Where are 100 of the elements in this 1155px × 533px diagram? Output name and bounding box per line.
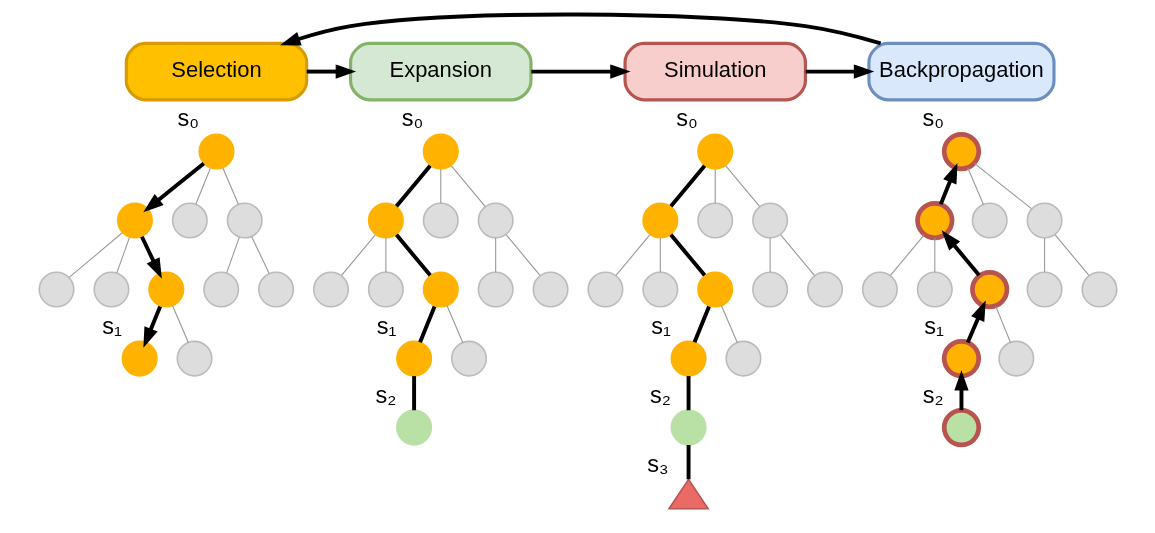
node-circle — [532, 271, 569, 308]
arrow — [941, 230, 981, 277]
connector — [668, 164, 706, 208]
connector — [340, 234, 376, 276]
connector — [394, 233, 432, 277]
arrow — [530, 64, 631, 79]
node-label: s₁ — [923, 312, 944, 339]
node-circle — [696, 202, 733, 239]
node-circle — [121, 340, 158, 377]
node-circle — [941, 131, 981, 172]
connector — [68, 232, 123, 278]
node-circle — [422, 133, 459, 170]
node-label: s₀ — [675, 105, 698, 132]
connector — [445, 305, 463, 343]
node-box: Backpropagation — [866, 41, 1056, 102]
connector — [1054, 234, 1089, 276]
node-circle — [395, 409, 432, 446]
connector — [686, 376, 691, 411]
connector — [966, 167, 984, 205]
arrow — [965, 300, 986, 344]
node-circle — [477, 271, 514, 308]
arrow — [306, 64, 356, 79]
connector — [724, 165, 760, 207]
node-circle — [941, 339, 981, 379]
node-circle — [395, 340, 432, 377]
node-label: s₁ — [376, 312, 397, 339]
arrow — [279, 12, 881, 46]
node-circle — [116, 202, 153, 239]
connector — [659, 237, 661, 273]
connector — [394, 164, 432, 208]
node-label: s₂ — [649, 381, 671, 408]
node-circle — [724, 340, 761, 377]
node-label: s₃ — [646, 450, 669, 477]
connector — [505, 234, 541, 276]
arrow — [805, 64, 874, 79]
connector — [1043, 237, 1045, 273]
node-circle — [641, 271, 678, 308]
node-circle — [670, 409, 707, 446]
node-circle — [147, 271, 184, 308]
node-circle — [641, 202, 678, 239]
node-circle — [38, 271, 75, 308]
arrow — [142, 161, 205, 213]
node-circle — [941, 408, 981, 448]
connector — [769, 237, 771, 273]
connector — [384, 237, 386, 273]
node-circle — [696, 133, 733, 170]
node-circle — [367, 271, 404, 308]
node-circle — [450, 340, 487, 377]
node-triangle — [667, 477, 710, 510]
connector — [889, 234, 925, 276]
node-circle — [971, 202, 1008, 239]
node-circle — [422, 202, 459, 239]
node-circle — [1080, 271, 1117, 308]
connector — [692, 305, 711, 343]
connector — [194, 167, 211, 205]
node-label: s₂ — [374, 381, 396, 408]
node-box: Expansion — [348, 41, 533, 102]
connector — [994, 305, 1011, 343]
node-circle — [914, 200, 954, 241]
node-circle — [226, 202, 263, 239]
node-circle — [916, 271, 953, 308]
node-label: s₀ — [921, 105, 944, 132]
node-circle — [422, 271, 459, 308]
connector — [973, 162, 1032, 210]
node-label: s₀ — [177, 105, 199, 132]
node-circle — [257, 271, 294, 308]
node-box: Simulation — [622, 41, 807, 102]
connector — [411, 376, 416, 411]
arrow — [142, 305, 162, 348]
node-box: Selection — [124, 41, 308, 102]
connector — [494, 237, 496, 273]
node-circle — [751, 202, 788, 239]
node-label: s₂ — [922, 381, 944, 408]
node-circle — [367, 202, 404, 239]
connector — [225, 236, 240, 274]
node-circle — [969, 269, 1009, 310]
node-circle — [176, 340, 213, 377]
connector — [115, 236, 130, 274]
node-circle — [477, 202, 514, 239]
node-label: s₀ — [401, 105, 423, 132]
node-circle — [696, 271, 733, 308]
connector — [614, 234, 650, 276]
node-circle — [202, 271, 239, 308]
node-label: s₁ — [101, 312, 122, 339]
connector — [417, 305, 436, 343]
connector — [668, 233, 706, 277]
connector — [439, 168, 441, 204]
connector — [779, 234, 815, 276]
node-circle — [197, 133, 235, 170]
connector — [450, 165, 486, 207]
node-circle — [997, 340, 1034, 377]
node-circle — [1026, 271, 1063, 308]
node-circle — [861, 271, 898, 308]
node-circle — [92, 271, 129, 308]
arrow — [139, 235, 162, 279]
connector — [250, 236, 270, 274]
node-circle — [586, 271, 623, 308]
node-label: s₁ — [650, 312, 671, 339]
node-circle — [670, 340, 707, 377]
connector — [714, 168, 716, 204]
